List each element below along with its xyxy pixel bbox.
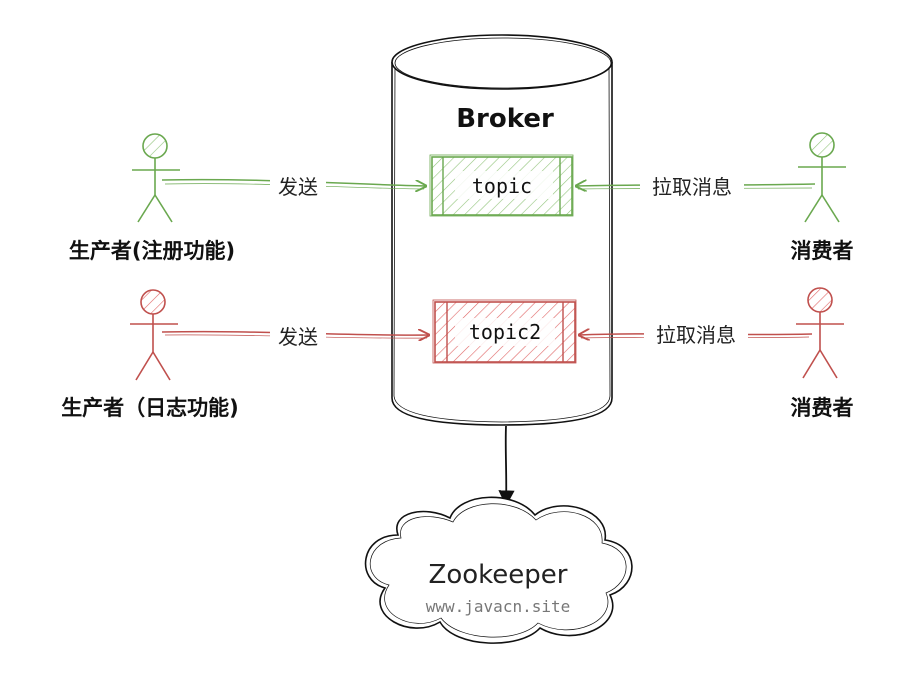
broker-title: Broker — [456, 104, 554, 134]
topic-queue-green: topic — [429, 154, 574, 217]
zookeeper-arrow — [498, 425, 515, 507]
topic-label: topic — [472, 174, 532, 198]
send-label-red: 发送 — [278, 325, 318, 349]
consumer-red-label: 消费者 — [791, 396, 854, 420]
producer-logging-label: 生产者（日志功能) — [61, 396, 239, 420]
consumer-green-label: 消费者 — [791, 239, 854, 263]
send-label-green: 发送 — [278, 175, 318, 199]
pull-label-red: 拉取消息 — [656, 323, 736, 347]
topic2-label: topic2 — [469, 320, 541, 344]
producer-registration-icon — [132, 133, 180, 223]
broker-cylinder: Broker — [391, 34, 613, 426]
topic-queue-red: topic2 — [432, 299, 577, 364]
zookeeper-cloud: Zookeeper www.javacn.site — [364, 496, 633, 644]
producer-registration-label: 生产者(注册功能) — [69, 239, 235, 263]
consumer-red-icon — [796, 287, 844, 379]
producer-logging-icon — [130, 289, 178, 381]
watermark: www.javacn.site — [426, 597, 571, 616]
zookeeper-label: Zookeeper — [429, 560, 568, 590]
pull-label-green: 拉取消息 — [652, 175, 732, 199]
consumer-green-icon — [798, 132, 846, 223]
